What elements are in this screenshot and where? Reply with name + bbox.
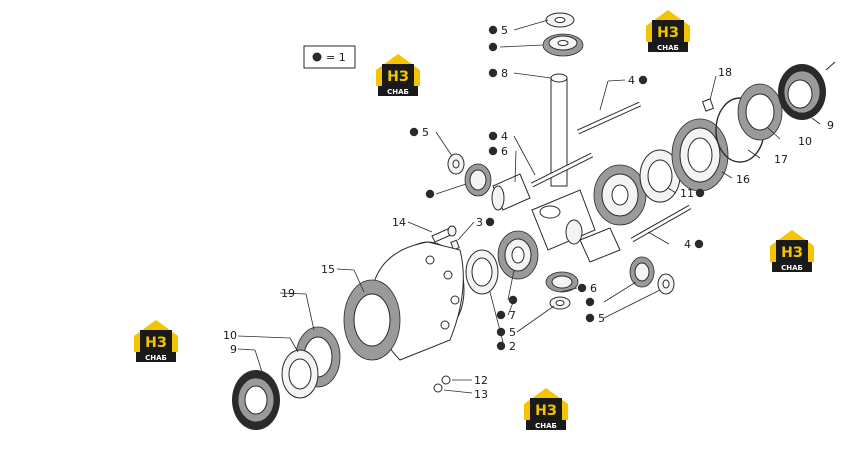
label-18: 18 [718, 66, 732, 79]
label-17: 17 [774, 153, 788, 166]
bolt-14 [431, 225, 457, 243]
label-2: 2 [509, 340, 516, 353]
logo-bottom-text: СНАБ [535, 422, 557, 430]
label-4b: 4 [501, 130, 508, 143]
label-9a: 9 [827, 119, 834, 132]
label-dot [585, 313, 595, 323]
bearing-10-top [737, 83, 783, 141]
label-dot [488, 42, 498, 52]
label-dot [695, 188, 705, 198]
label-10a: 10 [798, 135, 812, 148]
label-dot [577, 283, 587, 293]
label-dot [488, 68, 498, 78]
logo-bottom-text: СНАБ [781, 264, 803, 272]
label-8: 8 [501, 67, 508, 80]
nut-9-bottom [232, 370, 280, 430]
leader-lines [237, 19, 821, 394]
sleeve-6-lower [579, 227, 621, 263]
label-10b: 10 [223, 329, 237, 342]
label-4a: 4 [628, 74, 635, 87]
sleeve-6-upper [491, 173, 531, 211]
label-7: 7 [509, 309, 516, 322]
right-pinion-gear [629, 256, 655, 288]
label-4c: 4 [684, 238, 691, 251]
diff-housing-15 [343, 241, 465, 361]
label-dot [488, 146, 498, 156]
logo-top-text: НЗ [387, 69, 409, 85]
watermark-logo: НЗ СНАБ [646, 10, 690, 52]
label-dot [496, 310, 506, 320]
label-dot [508, 295, 518, 305]
label-9b: 9 [230, 343, 237, 356]
label-19: 19 [281, 287, 295, 300]
rod-4-right [630, 204, 692, 243]
rod-4-middle [530, 152, 594, 188]
cross-pin-8 [550, 73, 568, 187]
label-14: 14 [392, 216, 406, 229]
label-13: 13 [474, 388, 488, 401]
balls-12-13 [433, 375, 451, 393]
left-washer [447, 153, 465, 175]
watermark-logo: НЗ СНАБ [134, 320, 178, 362]
label-dot [585, 297, 595, 307]
lower-washer [549, 296, 571, 310]
logo-bottom-text: СНАБ [387, 88, 409, 96]
label-6a: 6 [501, 145, 508, 158]
label-dot [694, 239, 704, 249]
bearing-16 [671, 118, 729, 192]
label-3: 3 [476, 216, 483, 229]
label-dot [425, 189, 435, 199]
rod-4-top [576, 101, 642, 135]
logo-bottom-text: СНАБ [145, 354, 167, 362]
part-labels: 5 8 4 18 9 10 17 16 11 5 4 6 14 3 4 15 1… [223, 24, 834, 401]
thrust-washer-2 [465, 249, 499, 295]
label-dot [409, 127, 419, 137]
side-gear-7 [497, 230, 539, 280]
label-12: 12 [474, 374, 488, 387]
watermark-logo: НЗ СНАБ [770, 230, 814, 272]
label-dot [496, 327, 506, 337]
label-15: 15 [321, 263, 335, 276]
logo-bottom-text: СНАБ [657, 44, 679, 52]
watermark-logo: НЗ СНАБ [376, 54, 420, 96]
label-5b: 5 [422, 126, 429, 139]
label-dot [638, 75, 648, 85]
label-5c: 5 [509, 326, 516, 339]
logo-top-text: НЗ [657, 25, 679, 41]
lower-pinion-gear [545, 271, 579, 293]
cross-block [531, 189, 596, 251]
left-pinion-gear [464, 163, 492, 197]
legend-text: = 1 [326, 51, 346, 64]
legend: = 1 [303, 45, 356, 69]
right-washer [657, 273, 675, 295]
label-dot [496, 341, 506, 351]
label-dot [488, 25, 498, 35]
logo-top-text: НЗ [145, 335, 167, 351]
label-5a: 5 [501, 24, 508, 37]
label-6b: 6 [590, 282, 597, 295]
watermark-logo: НЗ СНАБ [524, 388, 568, 430]
label-5d: 5 [598, 312, 605, 325]
label-11: 11 [680, 187, 694, 200]
label-dot [488, 131, 498, 141]
label-dot [485, 217, 495, 227]
top-washer [545, 12, 575, 28]
top-pinion-gear [542, 33, 584, 57]
side-gear-large [593, 164, 647, 226]
pin-18 [701, 98, 715, 112]
label-16: 16 [736, 173, 750, 186]
bearing-10-bottom [281, 349, 319, 399]
nut-9-top [778, 61, 836, 120]
logo-top-text: НЗ [781, 245, 803, 261]
logo-top-text: НЗ [535, 403, 557, 419]
